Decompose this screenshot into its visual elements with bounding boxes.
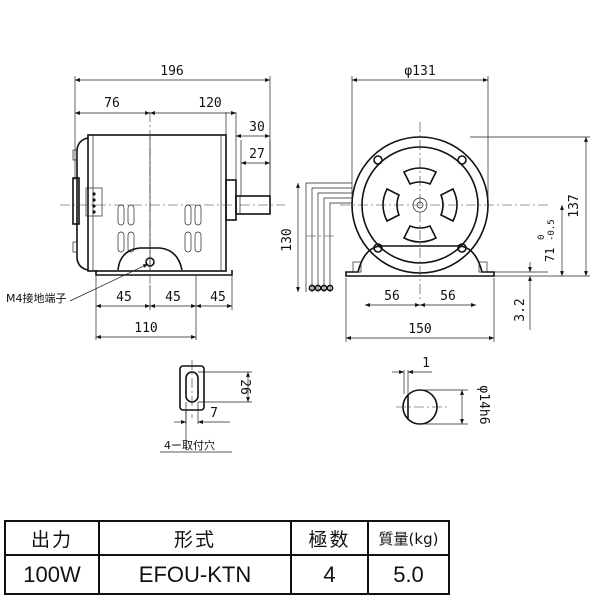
ground-terminal-label: M4接地端子: [6, 292, 67, 305]
dim-key-depth: 1: [422, 356, 430, 371]
spec-table-header-row: 出力 形式 極数 質量(kg): [4, 520, 450, 556]
dim-foot-pitch-3: 45: [210, 290, 226, 305]
spec-table-row: 100W EFOU-KTN 4 5.0: [4, 554, 450, 595]
dim-foot-width: 110: [134, 321, 157, 336]
terminal-box: [85, 187, 103, 217]
header-mass: 質量(kg): [367, 520, 450, 556]
dim-shaft-diameter: φ14h6: [476, 385, 491, 424]
dim-base-half-left: 56: [384, 289, 400, 304]
side-view: 196 76 120 30 27 45 45 45 110 M4接地端子: [6, 64, 285, 340]
dim-shaft-height-tol-upper: 0: [537, 235, 547, 240]
cell-model: EFOU-KTN: [98, 554, 292, 595]
header-poles: 極数: [290, 520, 369, 556]
lead-wire-ends: [308, 284, 334, 292]
dim-front-section: 120: [198, 96, 221, 111]
cell-output: 100W: [4, 554, 100, 595]
header-model: 形式: [98, 520, 292, 556]
dim-slot-length: 26: [237, 379, 252, 395]
dim-rear-section: 76: [104, 96, 120, 111]
dim-base-thickness: 3.2: [513, 298, 528, 321]
dim-total-height: 137: [567, 194, 582, 217]
dim-shaft-key: 27: [249, 147, 265, 162]
header-output: 出力: [4, 520, 100, 556]
spec-table: 出力 形式 極数 質量(kg) 100W EFOU-KTN 4 5.0: [4, 520, 450, 595]
lead-wires: [305, 182, 352, 292]
side-view-body: [72, 134, 271, 276]
dim-lead-height: 130: [280, 228, 295, 251]
dim-slot-width: 7: [210, 406, 218, 421]
mounting-hole-detail: 26 7 4ー取付穴: [160, 360, 252, 453]
dim-shaft-height: 71: [543, 248, 557, 262]
cell-mass: 5.0: [367, 554, 450, 595]
mounting-hole-label: 4ー取付穴: [164, 438, 215, 452]
dim-foot-pitch-2: 45: [165, 290, 181, 305]
front-view: φ131 137 71 0 -0.5 130 56 56 150 3.2: [280, 64, 590, 342]
dim-shaft-length: 30: [249, 120, 265, 135]
dim-base-half-right: 56: [440, 289, 456, 304]
vent-slots: [117, 204, 202, 253]
motor-drawing: 196 76 120 30 27 45 45 45 110 M4接地端子: [6, 64, 590, 453]
dim-foot-pitch-1: 45: [116, 290, 132, 305]
dim-base-width: 150: [408, 322, 431, 337]
shaft-detail: φ14h6 1: [392, 356, 491, 425]
cell-poles: 4: [290, 554, 369, 595]
dim-shaft-height-tol-lower: -0.5: [547, 219, 557, 241]
dim-frame-diameter: φ131: [404, 64, 435, 79]
dim-overall-length: 196: [160, 64, 183, 79]
